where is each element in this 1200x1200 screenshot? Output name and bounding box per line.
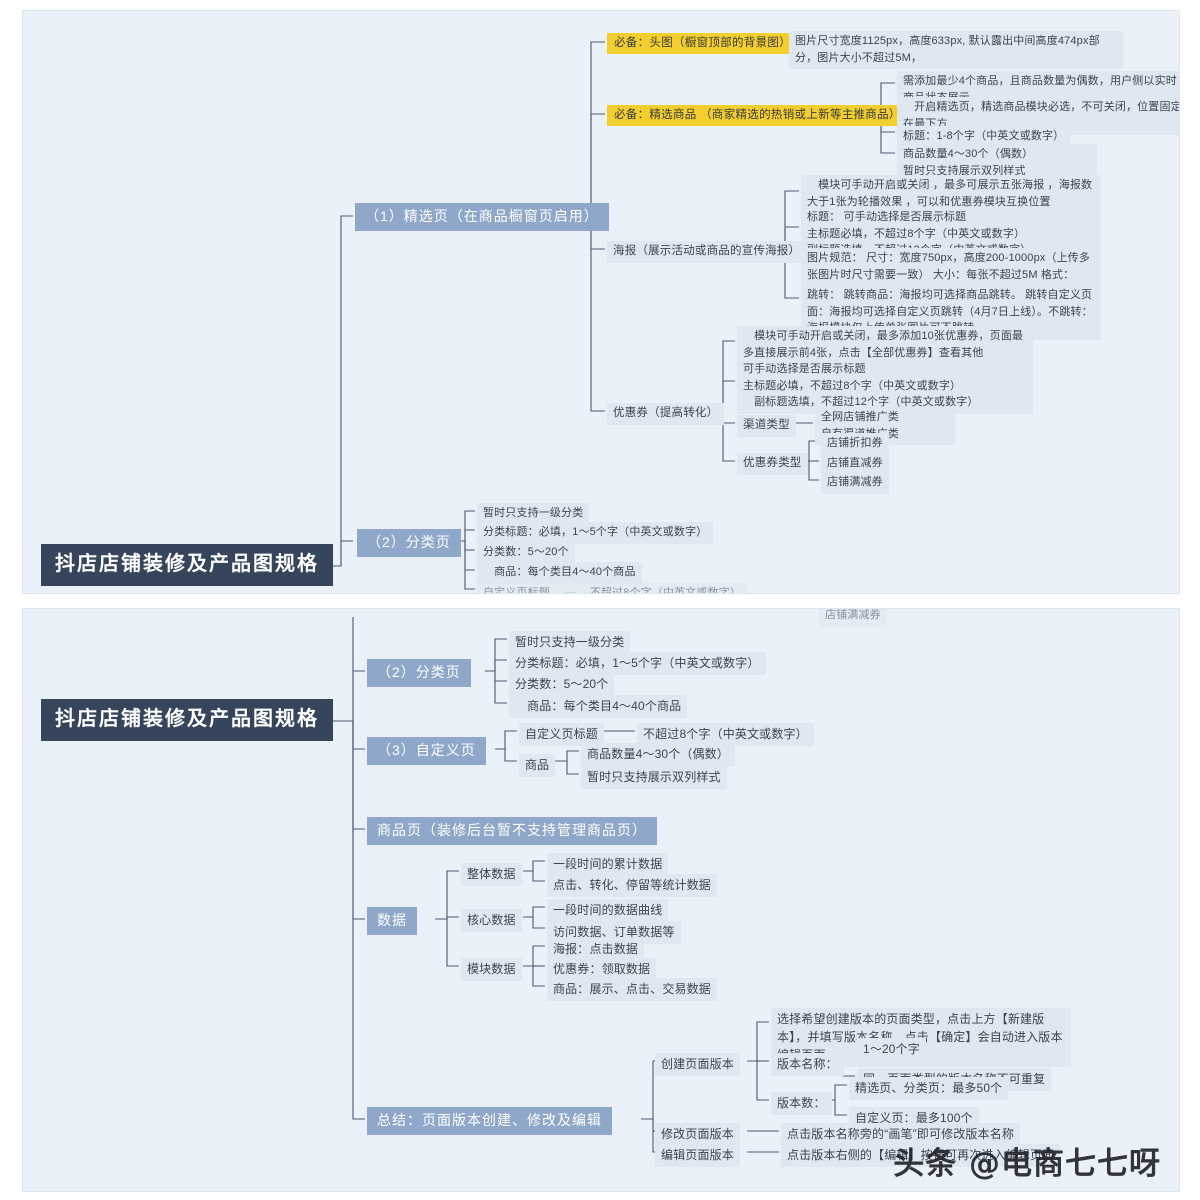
node-data[interactable]: 数据 — [367, 907, 417, 935]
leaf-data-core-0: 一段时间的数据曲线 — [547, 899, 669, 922]
node-coupon[interactable]: 优惠券（提高转化） — [607, 403, 725, 425]
leaf-coupon-type-2: 店铺满减券 — [821, 472, 889, 494]
root-node-top: 抖店店铺装修及产品图规格 — [41, 544, 333, 586]
leaf-data-module-2: 商品：展示、点击、交易数据 — [547, 978, 717, 1001]
leaf-custom-goods-1: 暂时只支持展示双列样式 — [581, 766, 727, 789]
leaf-data-overall-0: 一段时间的累计数据 — [547, 853, 669, 876]
node-category-page[interactable]: （2）分类页 — [367, 659, 471, 687]
node-channel-type[interactable]: 渠道类型 — [737, 415, 796, 437]
leaf-version-name-0: 1～20个字 — [857, 1038, 926, 1061]
leaf-edit-version-detail: 点击版本右侧的【编辑】按钮可再次进入编辑页面 — [781, 1144, 1061, 1167]
node-version-name: 版本名称： — [771, 1053, 844, 1076]
leaf-category-top-2: 分类数：5～20个 — [477, 542, 575, 564]
leaf-category-top-1: 分类标题：必填，1～5个字（中英文或数字） — [477, 522, 714, 544]
leaf-custom-goods-0: 商品数量4～30个（偶数） — [581, 743, 735, 766]
node-version-count: 版本数： — [771, 1092, 832, 1115]
leaf-coupon-0: 模块可手动开启或关闭，最多添加10张优惠券，页面最多直接展示前4张，点击【全部优… — [737, 326, 1033, 364]
node-create-version: 创建页面版本 — [655, 1053, 740, 1076]
leaf-poster-0: 模块可手动开启或关闭 ，最多可展示五张海报 ，海报数大于1张为轮播效果 ，可以和… — [801, 175, 1101, 213]
node-featured-goods[interactable]: 必备：精选商品 （商家精选的热销或上新等主推商品） — [607, 105, 908, 127]
node-poster[interactable]: 海报（展示活动或商品的宣传海报） — [607, 241, 807, 263]
leaf-coupon-type-1: 店铺直减券 — [821, 453, 889, 475]
mindmap-panel-bottom: 店铺满减券 抖店店铺装修及产品图规格 （2）分类页 暂时只支持一级分类 分类标题… — [22, 608, 1180, 1192]
leaf-category-0: 暂时只支持一级分类 — [509, 631, 631, 654]
leaf-data-overall-1: 点击、转化、停留等统计数据 — [547, 874, 717, 897]
node-modify-version: 修改页面版本 — [655, 1123, 740, 1146]
watermark: 头条 @电商七七呀 — [893, 1146, 1161, 1182]
node-edit-version: 编辑页面版本 — [655, 1144, 740, 1167]
node-data-overall: 整体数据 — [461, 863, 522, 886]
node-featured-page[interactable]: （1）精选页（在商品橱窗页启用） — [355, 203, 609, 231]
mindmap-panel-top: 抖店店铺装修及产品图规格 （1）精选页（在商品橱窗页启用） 必备：头图（橱窗顶部… — [22, 10, 1180, 594]
leaf-category-1: 分类标题：必填，1～5个字（中英文或数字） — [509, 652, 766, 675]
node-summary[interactable]: 总结：页面版本创建、修改及编辑 — [367, 1107, 612, 1135]
node-product-page[interactable]: 商品页（装修后台暂不支持管理商品页） — [367, 817, 657, 845]
node-data-core: 核心数据 — [461, 909, 522, 932]
node-data-module: 模块数据 — [461, 958, 522, 981]
node-custom-page-goods: 商品 — [519, 754, 556, 777]
node-hero-image[interactable]: 必备：头图（橱窗顶部的背景图） — [607, 33, 798, 55]
leaf-coupon-1: 可手动选择是否展示标题 主标题必填，不超过8个字（中英文或数字） 副标题选填，不… — [737, 359, 1033, 414]
leaf-clipped-custom-title: 自定义页标题 — 不超过8个字（中英文或数字） — [477, 583, 747, 593]
node-custom-page-title: 自定义页标题 — [519, 723, 604, 746]
node-category-page-top[interactable]: （2）分类页 — [357, 529, 461, 557]
leaf-clipped-coupon-full-reduction: 店铺满减券 — [819, 609, 887, 627]
leaf-data-module-1: 优惠券：领取数据 — [547, 958, 657, 981]
leaf-version-count-0: 精选页、分类页：最多50个 — [849, 1077, 1009, 1100]
leaf-category-top-3: 商品：每个类目4～40个商品 — [477, 562, 642, 584]
leaf-modify-version-detail: 点击版本名称旁的“画笔”即可修改版本名称 — [781, 1123, 1020, 1146]
leaf-data-module-0: 海报：点击数据 — [547, 938, 645, 961]
leaf-featured-goods-2: 标题：1-8个字（中英文或数字） — [897, 126, 1071, 148]
leaf-category-top-0: 暂时只支持一级分类 — [477, 503, 590, 525]
node-coupon-type[interactable]: 优惠券类型 — [737, 453, 808, 475]
leaf-coupon-type-0: 店铺折扣券 — [821, 433, 889, 455]
root-node-bottom: 抖店店铺装修及产品图规格 — [41, 699, 333, 741]
leaf-custom-page-title-value: 不超过8个字（中英文或数字） — [637, 723, 814, 746]
leaf-featured-goods-1: 开启精选页，精选商品模块必选，不可关闭，位置固定在最下方 — [897, 97, 1179, 135]
leaf-category-2: 分类数：5～20个 — [509, 673, 615, 696]
node-custom-page[interactable]: （3）自定义页 — [367, 737, 486, 765]
leaf-hero-image-detail: 图片尺寸宽度1125px，高度633px, 默认露出中间高度474px部分，图片… — [789, 31, 1123, 69]
leaf-category-3: 商品：每个类目4～40个商品 — [509, 695, 688, 718]
